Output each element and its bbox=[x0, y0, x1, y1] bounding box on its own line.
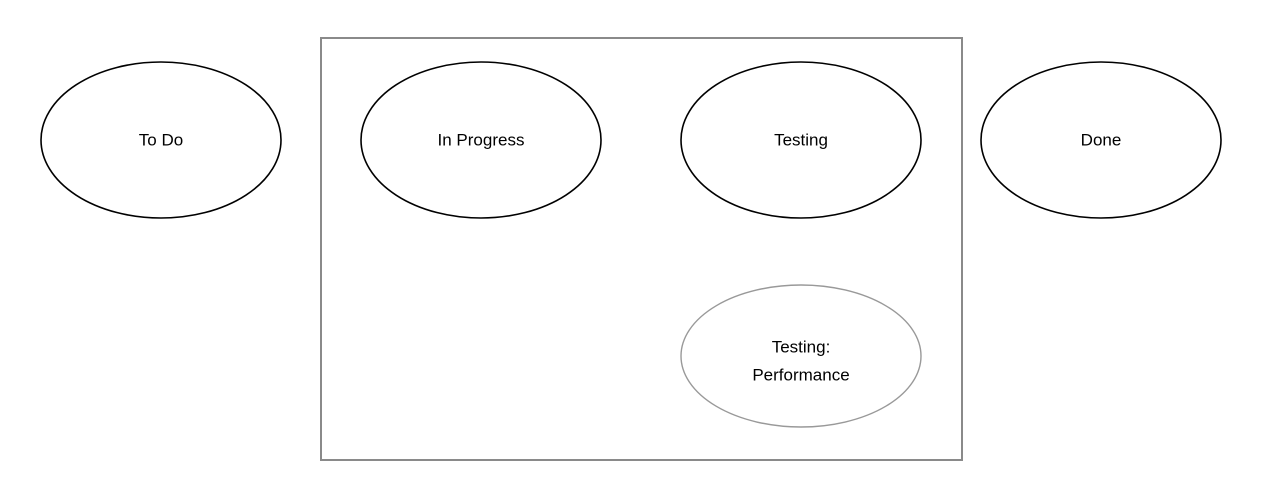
in-progress-label: In Progress bbox=[438, 130, 525, 149]
in-progress-ellipse[interactable] bbox=[360, 61, 602, 219]
testing-performance-label-line2: Performance bbox=[752, 365, 849, 384]
to-do-ellipse[interactable] bbox=[40, 61, 282, 219]
done-ellipse[interactable] bbox=[980, 61, 1222, 219]
node-testing-performance[interactable]: Testing: Performance bbox=[680, 284, 922, 428]
testing-performance-ellipse[interactable] bbox=[680, 284, 922, 428]
testing-performance-label-line1: Testing: bbox=[772, 337, 831, 356]
testing-ellipse[interactable] bbox=[680, 61, 922, 219]
node-done[interactable]: Done bbox=[980, 61, 1222, 219]
testing-label: Testing bbox=[774, 130, 828, 149]
node-in-progress[interactable]: In Progress bbox=[360, 61, 602, 219]
to-do-label: To Do bbox=[139, 130, 183, 149]
done-label: Done bbox=[1081, 130, 1122, 149]
workflow-container-rect[interactable] bbox=[320, 37, 963, 461]
node-testing[interactable]: Testing bbox=[680, 61, 922, 219]
node-to-do[interactable]: To Do bbox=[40, 61, 282, 219]
